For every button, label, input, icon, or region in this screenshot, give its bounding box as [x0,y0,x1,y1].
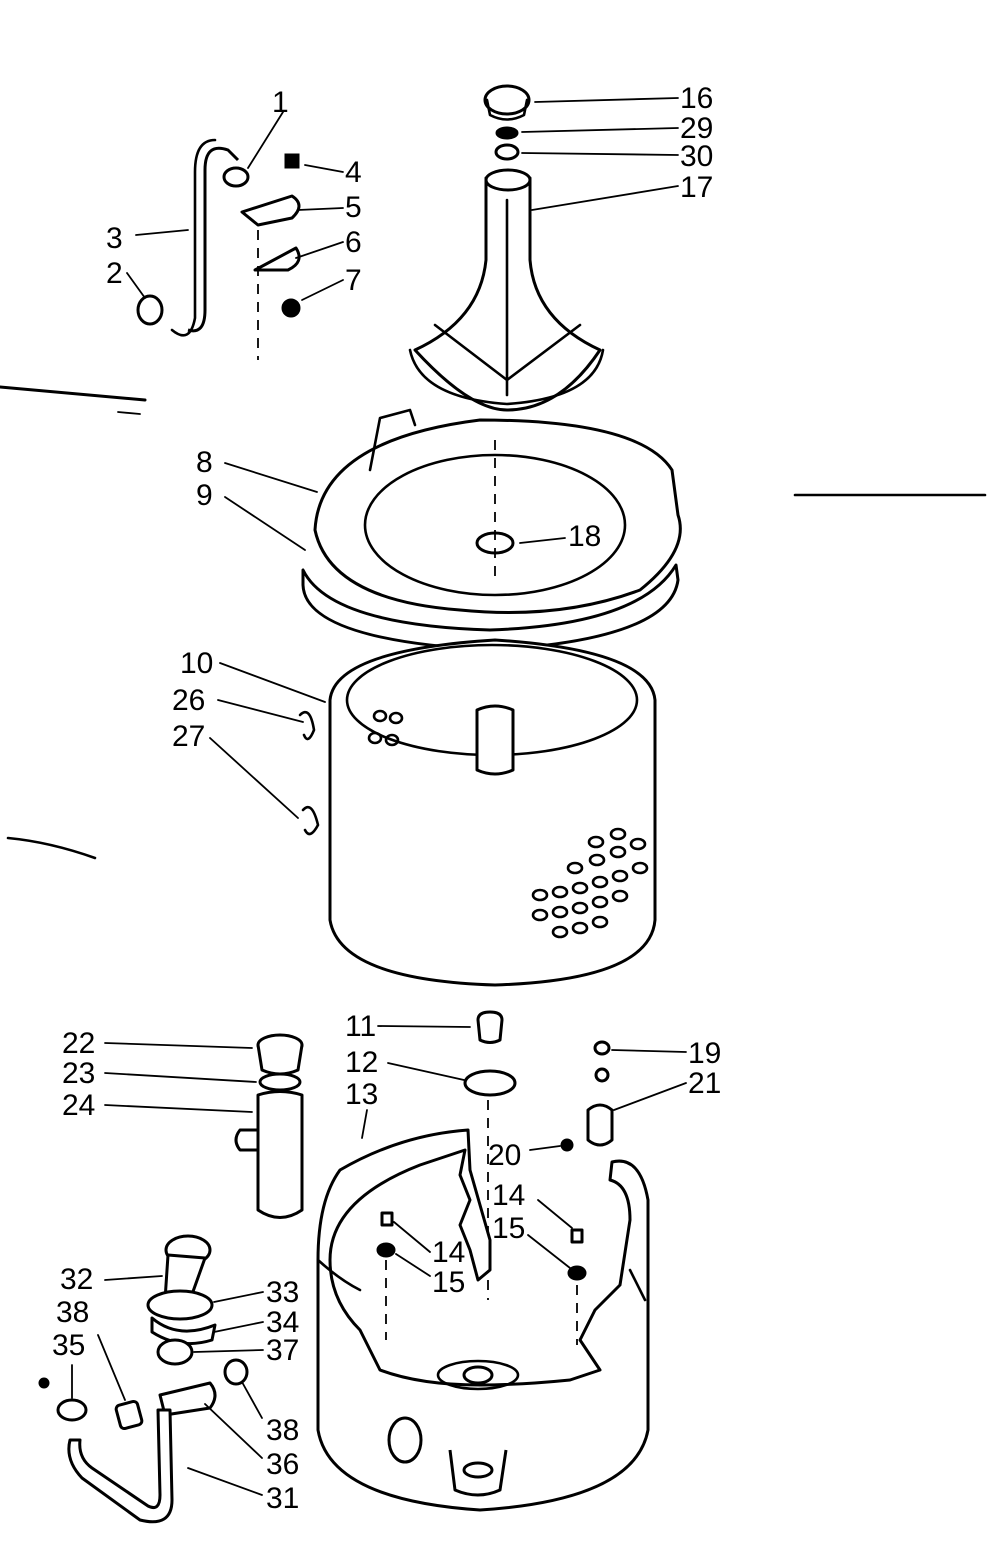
washer-30 [494,143,520,161]
callout-3: 3 [106,222,123,255]
outer-tub-13 [316,1128,650,1512]
screw-14b [570,1228,584,1244]
agitator-assembly [408,84,605,412]
screw-14a [380,1211,394,1227]
tub-outlet [387,1416,423,1464]
callout-10: 10 [180,647,213,680]
scan-marks [0,385,987,860]
callout-36: 36 [266,1448,299,1481]
tub-cover-8 [313,418,682,614]
callout-35: 35 [52,1329,85,1362]
callout-37: 37 [266,1334,299,1367]
callout-26: 26 [172,684,205,717]
callout-34: 34 [266,1306,299,1339]
callout-16: 16 [680,82,713,115]
hose-clamp-2 [136,294,164,326]
screw-4 [284,153,300,169]
callout-30: 30 [680,140,713,173]
callout-9: 9 [196,479,213,512]
callout-32: 32 [60,1263,93,1296]
basket-10 [328,638,657,987]
cover-latch [368,408,417,472]
callout-27: 27 [172,720,205,753]
callout-14-right: 14 [492,1179,525,1212]
gasket-6 [253,246,301,272]
callout-29: 29 [680,112,713,145]
washer-15b [567,1265,587,1281]
callout-24: 24 [62,1089,95,1122]
basket-hub [475,704,515,776]
wash-basket-assembly [298,638,657,987]
inlet-hose-assembly [136,138,301,360]
clip-27 [301,805,320,836]
washer-15a [376,1242,396,1258]
callout-20: 20 [488,1139,521,1172]
callout-15-right: 15 [492,1212,525,1245]
pump-cover-33 [146,1289,214,1321]
inlet-hose [187,146,240,333]
callout-6: 6 [345,226,362,259]
callout-31: 31 [266,1482,299,1515]
basket-perforations [367,709,649,939]
callout-labels: 1 2 3 4 5 6 7 16 29 30 17 8 9 18 10 26 2… [52,82,721,1515]
callout-19: 19 [688,1037,721,1070]
nut-11 [476,1010,504,1044]
callout-18: 18 [568,520,601,553]
outer-tub-assembly [316,1010,650,1512]
callout-7: 7 [345,264,362,297]
drain-pipe-assembly [234,1033,304,1219]
callout-8: 8 [196,446,213,479]
spring-37 [156,1338,194,1366]
leader-lines [71,97,687,1496]
callout-15-left: 15 [432,1266,465,1299]
hose-clamp-1 [222,166,250,188]
callout-38-right: 38 [266,1414,299,1447]
nut-7 [281,298,301,318]
callout-2: 2 [106,257,123,290]
clamp-38a [114,1399,144,1431]
clamp-38b [223,1358,249,1386]
gasket-34 [150,1316,217,1346]
callout-13: 13 [345,1078,378,1111]
callout-12: 12 [345,1046,378,1079]
callout-22: 22 [62,1027,95,1060]
ring-23 [258,1072,302,1092]
callout-38-left: 38 [56,1296,89,1329]
agitator-cap-16 [483,84,531,116]
tub-cover-assembly [301,408,682,652]
tub-ring-9 [301,563,680,652]
callout-5: 5 [345,191,362,224]
callout-17: 17 [680,171,713,204]
pump-hose-assembly [38,1234,249,1524]
callout-11: 11 [345,1010,376,1043]
spout-21 [586,1103,614,1147]
callout-21: 21 [688,1067,721,1100]
drain-pipe-24 [256,1090,304,1219]
drain-hose-31 [67,1408,174,1524]
clip-26 [298,710,316,741]
callout-33: 33 [266,1276,299,1309]
seal-29 [495,126,519,140]
callout-4: 4 [345,156,362,189]
screw-20 [560,1138,574,1152]
seal-12 [463,1069,517,1097]
callout-14-left: 14 [432,1236,465,1269]
callout-23: 23 [62,1057,95,1090]
clamp-35 [56,1398,88,1422]
cap-19 [593,1040,611,1056]
callout-1: 1 [272,86,289,119]
bracket-5 [240,194,301,227]
